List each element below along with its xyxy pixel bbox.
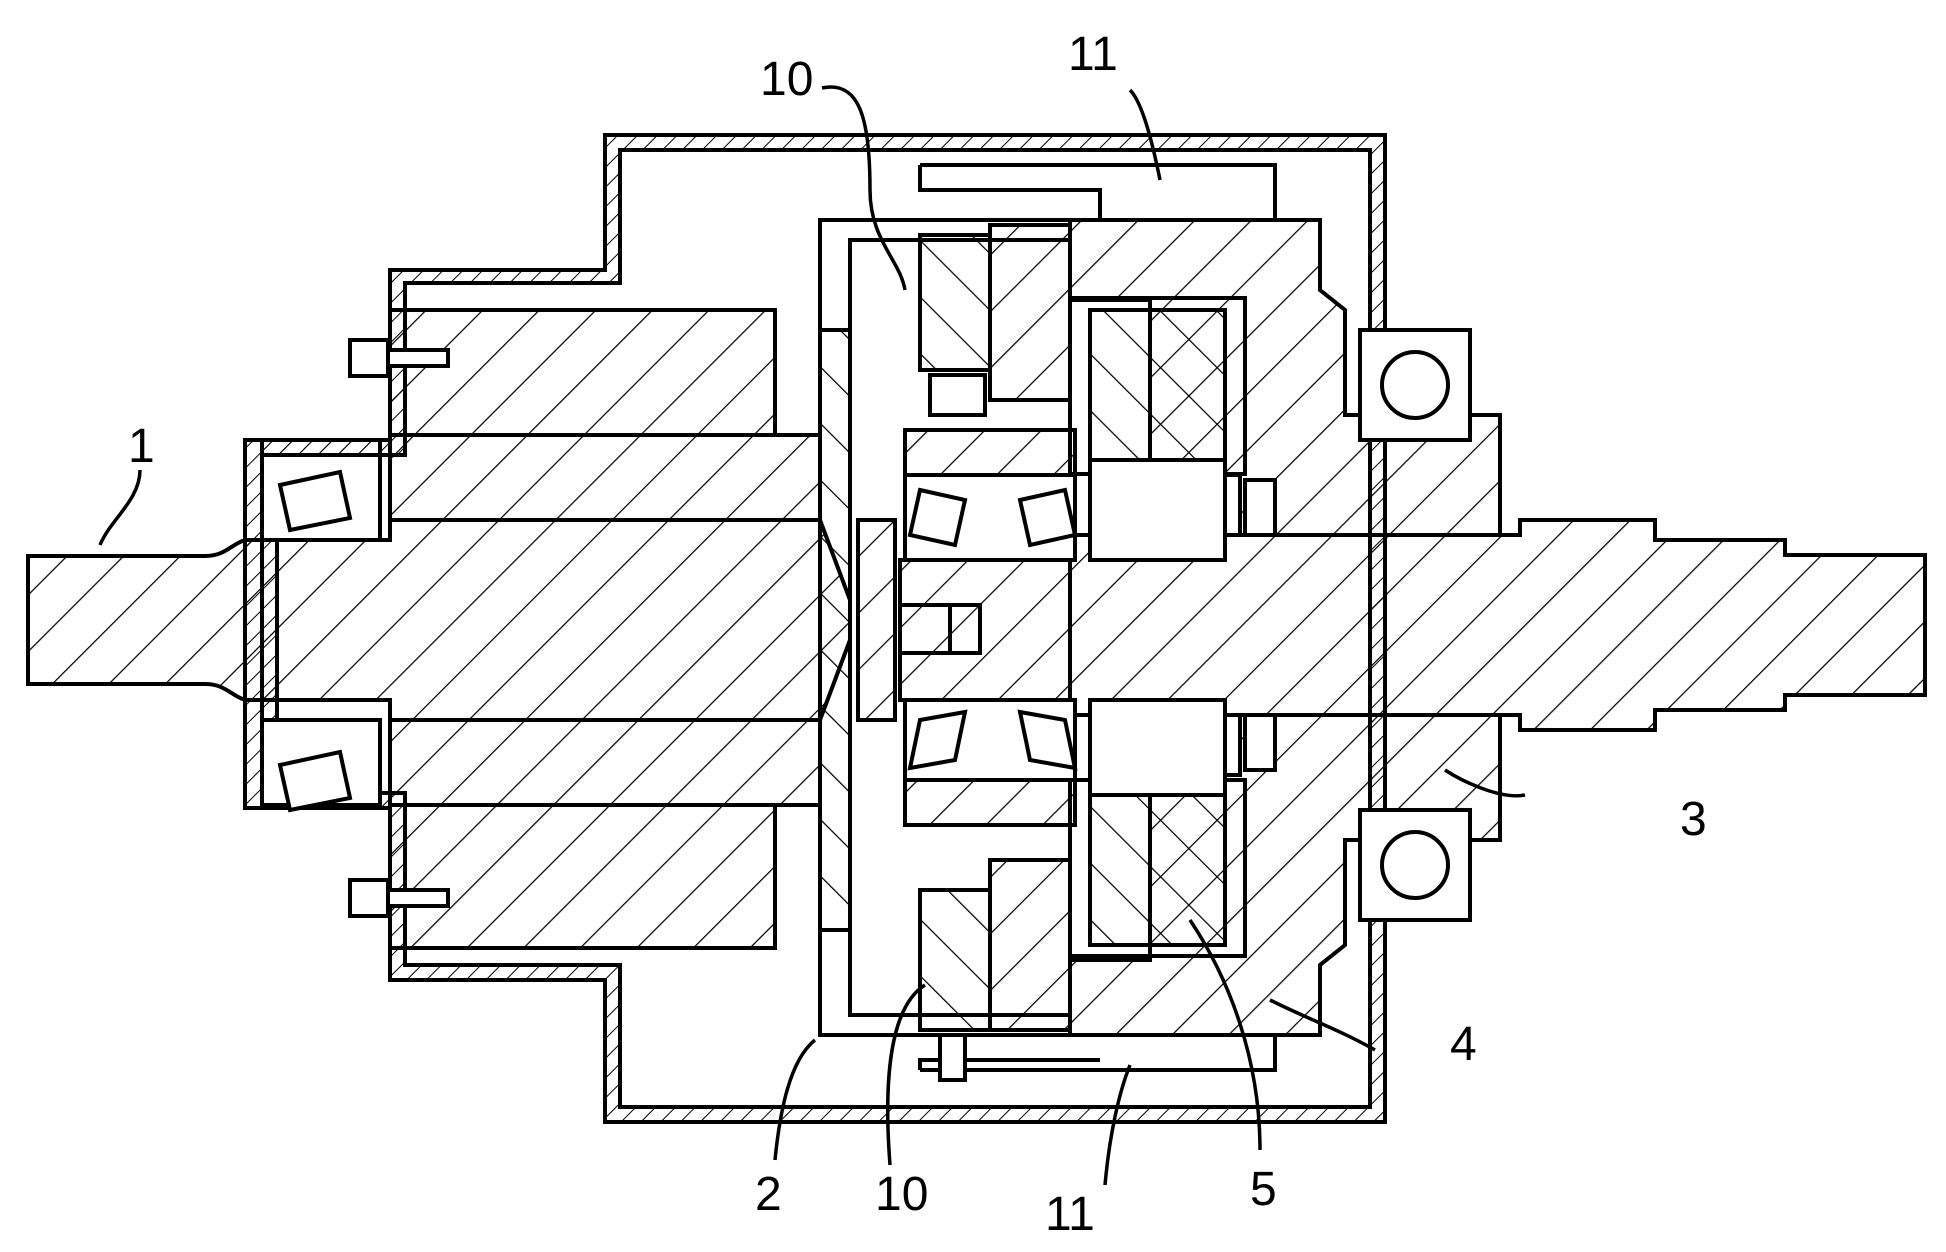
label-5: 5 (1250, 1163, 1277, 1216)
label-11-top: 11 (1068, 28, 1118, 81)
label-11-bottom: 11 (1045, 1188, 1095, 1241)
label-10-bottom: 10 (875, 1168, 928, 1221)
label-10-top: 10 (760, 53, 813, 106)
label-2: 2 (755, 1168, 782, 1221)
label-3: 3 (1680, 793, 1707, 846)
label-4: 4 (1450, 1018, 1477, 1071)
label-1: 1 (128, 420, 155, 473)
